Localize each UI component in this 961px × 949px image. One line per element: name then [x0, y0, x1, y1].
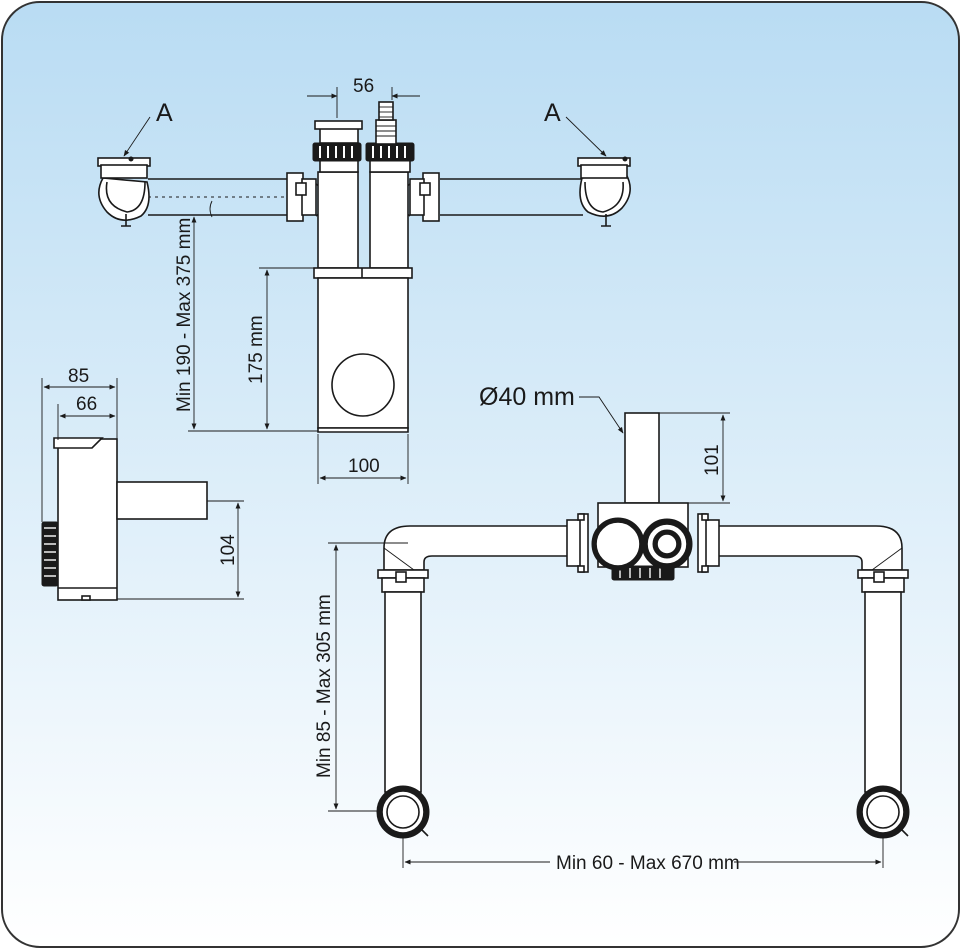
dim-100: 100 — [317, 434, 409, 484]
top-view: A A 56 175 mm Min 190 - Max 375 mm — [97, 76, 631, 484]
label-a-left: A — [156, 99, 173, 127]
label-a-right: A — [544, 99, 561, 127]
dim-85-305: Min 85 - Max 305 mm — [314, 542, 408, 812]
dim-100-label: 100 — [348, 456, 380, 477]
leader-a-right — [565, 116, 607, 157]
dim-104: 104 — [117, 500, 244, 600]
dim-66: 66 — [57, 394, 116, 440]
top-right-overflow-fitting — [577, 156, 631, 227]
dim-85-label: 85 — [68, 366, 89, 387]
top-right-tube — [440, 178, 583, 216]
dim-190-375: Min 190 - Max 375 mm — [174, 214, 212, 430]
top-left-tube — [148, 178, 288, 218]
dim-66-label: 66 — [76, 394, 97, 415]
dim-diameter-40: Ø40 mm — [479, 383, 624, 434]
top-left-riser — [312, 120, 363, 269]
front-left-leg — [376, 569, 430, 839]
dim-104-label: 104 — [218, 534, 239, 566]
dim-175-label: 175 mm — [246, 315, 267, 384]
front-view: Ø40 mm 101 Min 85 - Max 305 mm Min 60 - … — [314, 383, 910, 874]
dim-60-670-label: Min 60 - Max 670 mm — [556, 853, 740, 874]
dim-85-305-label: Min 85 - Max 305 mm — [314, 594, 335, 778]
leader-a-left — [123, 116, 151, 157]
top-right-riser — [365, 101, 415, 269]
front-right-leg — [856, 569, 910, 839]
dim-101: 101 — [659, 412, 730, 504]
dim-190-375-label: Min 190 - Max 375 mm — [174, 218, 195, 412]
top-siphon-body — [313, 267, 413, 433]
dim-60-670: Min 60 - Max 670 mm — [402, 836, 884, 874]
dim-101-label: 101 — [702, 444, 723, 476]
dim-56-label: 56 — [353, 76, 374, 97]
dim-175: 175 mm — [188, 267, 318, 432]
top-left-overflow-fitting — [97, 156, 151, 227]
dim-diameter-40-label: Ø40 mm — [479, 383, 575, 411]
dim-85: 85 — [41, 366, 118, 522]
dim-56: 56 — [307, 76, 420, 118]
side-view: 85 66 104 — [41, 366, 244, 601]
